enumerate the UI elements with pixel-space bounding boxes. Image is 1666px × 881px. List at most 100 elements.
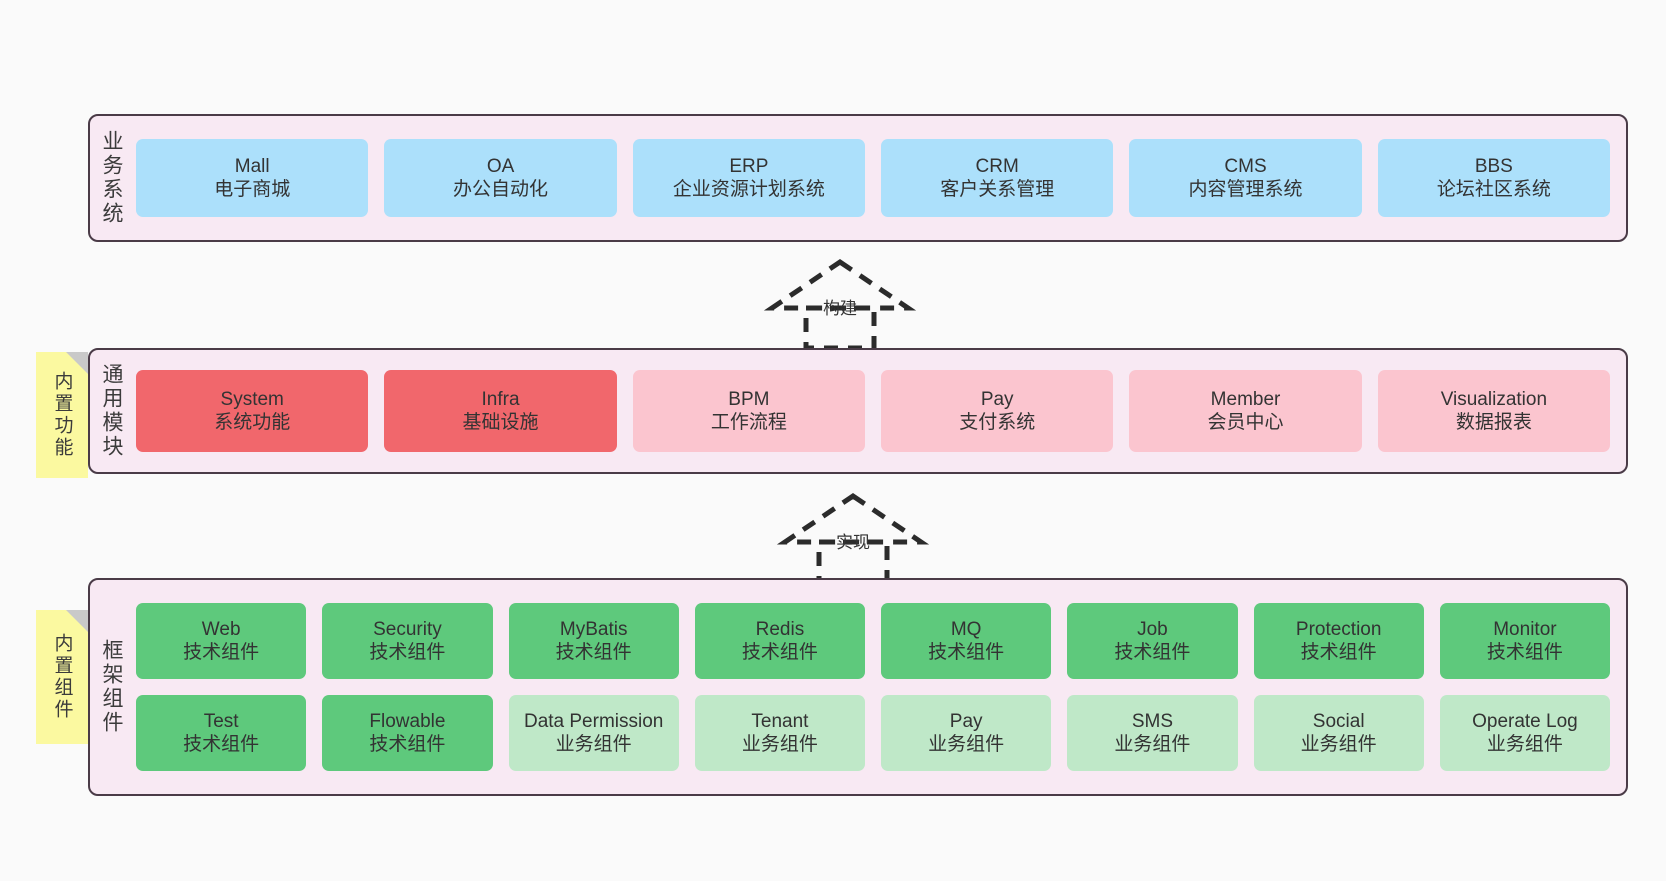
layer-common-module: 通用模块 System 系统功能 Infra 基础设施 BPM 工作流程 Pay… [88,348,1628,474]
card-subtitle: 电子商城 [214,179,291,200]
connector-implement: 实现 [773,490,933,582]
card-data-permission[interactable]: Data Permission 业务组件 [508,695,679,771]
card-subtitle: 技术组件 [741,642,818,663]
card-title: Redis [755,618,805,640]
card-mybatis[interactable]: MyBatis 技术组件 [508,603,679,679]
card-subtitle: 业务组件 [928,734,1005,755]
sticky-note-label: 内置组件 [51,633,73,721]
layer-body-business-system: Mall 电子商城 OA 办公自动化 ERP 企业资源计划系统 CRM 客户关系… [128,116,1626,240]
card-title: CRM [975,155,1019,177]
card-infra[interactable]: Infra 基础设施 [384,370,617,452]
card-pay-module[interactable]: Pay 支付系统 [881,370,1114,452]
card-social[interactable]: Social 业务组件 [1253,695,1424,771]
card-subtitle: 业务组件 [555,734,632,755]
card-bpm[interactable]: BPM 工作流程 [632,370,866,452]
sticky-note-label: 内置功能 [51,371,73,459]
generalization-arrow-icon [763,258,917,348]
layer-title-framework-component: 框架组件 [100,639,124,735]
card-row: Test 技术组件 Flowable 技术组件 Data Permission … [136,695,1611,771]
card-operate-log[interactable]: Operate Log 业务组件 [1439,695,1611,771]
card-mq[interactable]: MQ 技术组件 [881,603,1052,679]
card-title: Social [1312,710,1365,732]
card-title: Job [1137,618,1168,640]
card-oa[interactable]: OA 办公自动化 [384,139,617,217]
sticky-note-builtin-features: 内置功能 [36,352,88,478]
layer-title-business-system: 业务系统 [100,130,124,226]
card-title: MyBatis [559,618,628,640]
card-title: ERP [729,155,769,177]
card-subtitle: 论坛社区系统 [1436,179,1551,200]
card-row: Mall 电子商城 OA 办公自动化 ERP 企业资源计划系统 CRM 客户关系… [136,139,1611,217]
card-subtitle: 基础设施 [462,412,539,433]
card-security[interactable]: Security 技术组件 [322,603,493,679]
card-web[interactable]: Web 技术组件 [136,603,307,679]
card-subtitle: 企业资源计划系统 [672,179,825,200]
layer-body-common-module: System 系统功能 Infra 基础设施 BPM 工作流程 Pay 支付系统… [128,350,1626,472]
card-title: Monitor [1493,618,1557,640]
connector-build: 构建 [760,256,920,348]
card-title: CMS [1224,155,1267,177]
card-title: Pay [980,388,1014,410]
card-redis[interactable]: Redis 技术组件 [694,603,866,679]
card-subtitle: 技术组件 [928,642,1005,663]
card-member[interactable]: Member 会员中心 [1129,370,1362,452]
card-bbs[interactable]: BBS 论坛社区系统 [1377,139,1611,217]
card-subtitle: 系统功能 [214,412,291,433]
card-subtitle: 内容管理系统 [1188,179,1303,200]
card-subtitle: 技术组件 [369,642,446,663]
sticky-note-builtin-components: 内置组件 [36,610,88,744]
card-protection[interactable]: Protection 技术组件 [1253,603,1424,679]
card-subtitle: 会员中心 [1207,412,1284,433]
card-job[interactable]: Job 技术组件 [1067,603,1238,679]
sticky-fold-corner-icon [66,352,88,374]
card-subtitle: 技术组件 [183,642,260,663]
card-title: Member [1210,388,1281,410]
card-subtitle: 技术组件 [1486,642,1563,663]
card-tenant[interactable]: Tenant 业务组件 [694,695,866,771]
card-subtitle: 技术组件 [183,734,260,755]
card-subtitle: 工作流程 [710,412,787,433]
sticky-fold-corner-icon [66,610,88,632]
card-subtitle: 技术组件 [555,642,632,663]
card-monitor[interactable]: Monitor 技术组件 [1439,603,1611,679]
card-title: Data Permission [523,710,664,732]
card-title: BBS [1474,155,1513,177]
layer-framework-component: 框架组件 Web 技术组件 Security 技术组件 MyBatis 技术组件… [88,578,1628,796]
card-cms[interactable]: CMS 内容管理系统 [1129,139,1362,217]
card-subtitle: 业务组件 [1114,734,1191,755]
card-test[interactable]: Test 技术组件 [136,695,307,771]
card-mall[interactable]: Mall 电子商城 [136,139,369,217]
card-system[interactable]: System 系统功能 [136,370,369,452]
card-sms[interactable]: SMS 业务组件 [1067,695,1238,771]
generalization-arrow-icon [776,492,930,582]
card-crm[interactable]: CRM 客户关系管理 [881,139,1114,217]
card-title: BPM [728,388,770,410]
card-title: Protection [1295,618,1382,640]
card-erp[interactable]: ERP 企业资源计划系统 [632,139,866,217]
card-subtitle: 支付系统 [959,412,1036,433]
card-title: Security [373,618,442,640]
card-title: Web [201,618,241,640]
card-row: System 系统功能 Infra 基础设施 BPM 工作流程 Pay 支付系统… [136,370,1611,452]
card-title: Test [203,710,239,732]
card-flowable[interactable]: Flowable 技术组件 [322,695,493,771]
layer-title-common-module: 通用模块 [100,363,124,459]
card-subtitle: 业务组件 [1300,734,1377,755]
layer-business-system: 业务系统 Mall 电子商城 OA 办公自动化 ERP 企业资源计划系统 CRM… [88,114,1628,242]
card-pay-component[interactable]: Pay 业务组件 [881,695,1052,771]
card-title: Infra [481,388,520,410]
card-subtitle: 客户关系管理 [940,179,1055,200]
card-subtitle: 数据报表 [1455,412,1532,433]
card-visualization[interactable]: Visualization 数据报表 [1377,370,1611,452]
card-title: System [220,388,284,410]
card-subtitle: 技术组件 [1300,642,1377,663]
card-subtitle: 技术组件 [1114,642,1191,663]
card-title: Pay [949,710,983,732]
card-title: SMS [1131,710,1174,732]
card-subtitle: 技术组件 [369,734,446,755]
card-title: Visualization [1440,388,1548,410]
card-subtitle: 业务组件 [741,734,818,755]
card-title: Flowable [369,710,446,732]
card-subtitle: 业务组件 [1486,734,1563,755]
